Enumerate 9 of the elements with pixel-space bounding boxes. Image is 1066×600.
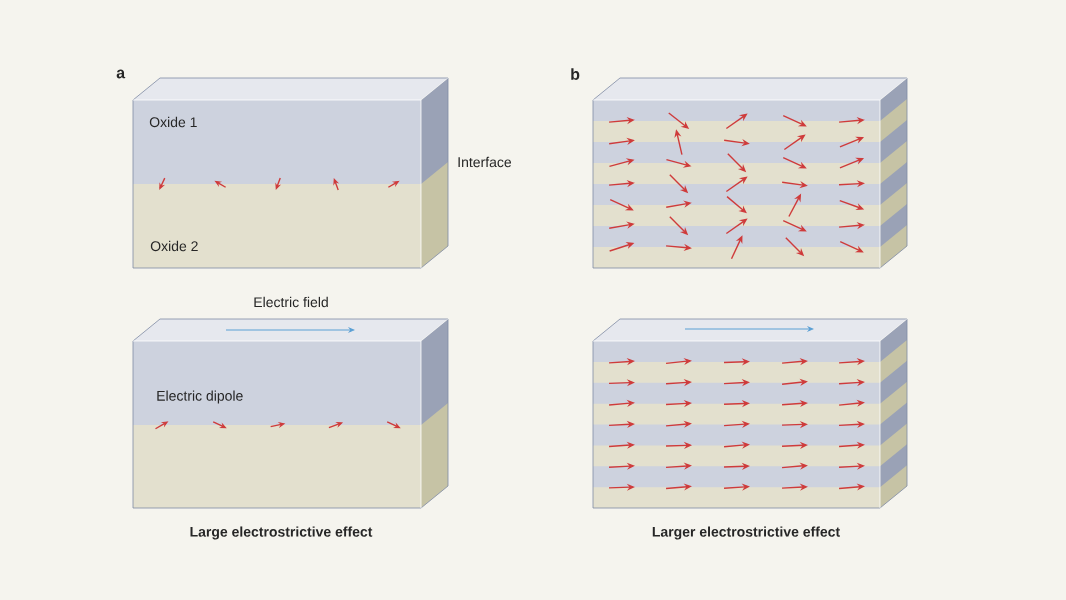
field-label: Electric field: [254, 296, 328, 308]
layer-label: Oxide 1: [149, 116, 197, 128]
interface-label: Interface: [458, 156, 512, 168]
panel-letter: b: [571, 68, 580, 80]
dipole-label: Electric dipole: [157, 390, 243, 404]
layer-label: Oxide 2: [150, 240, 198, 252]
panel-letter: a: [116, 69, 126, 79]
panel-caption: Larger electrostrictive effect: [652, 526, 840, 540]
panel-caption: Large electrostrictive effect: [190, 526, 373, 540]
